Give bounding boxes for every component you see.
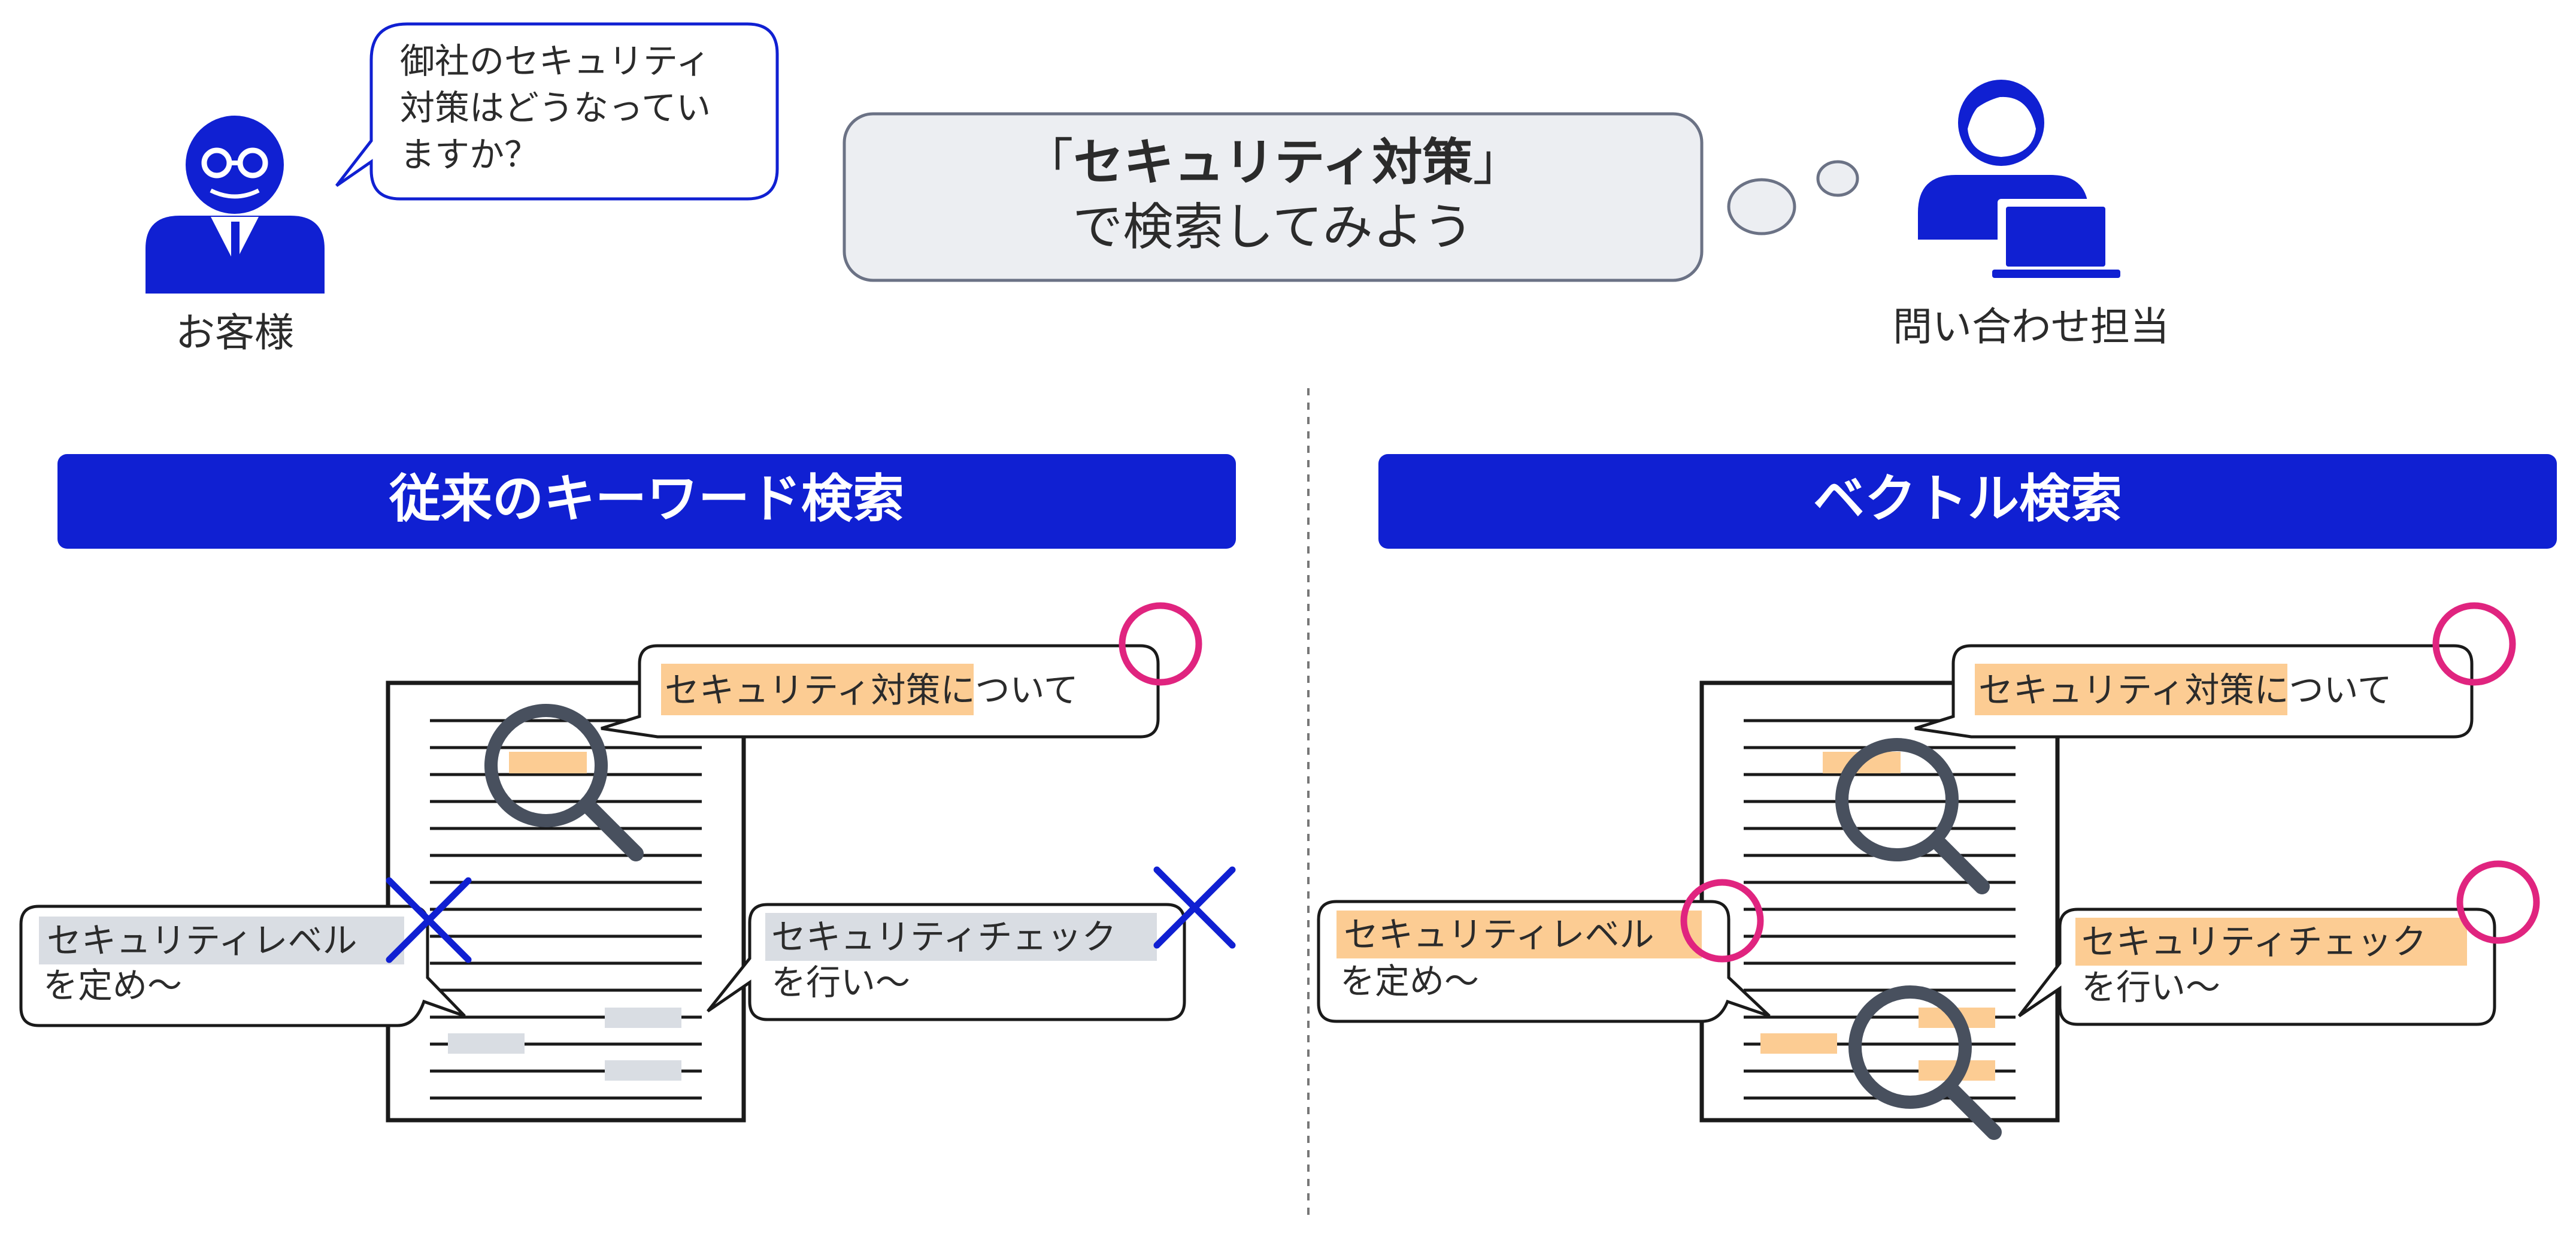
operator-label: 問い合わせ担当 [1893, 304, 2169, 350]
left-callout-left-miss-x-icon [386, 877, 472, 963]
left-callout-right-line-2: を行い〜 [771, 962, 910, 1003]
thought-line-2: で検索してみよう [1072, 198, 1473, 256]
customer-speech-line-1: 御社のセキュリティ [400, 41, 711, 81]
left-panel-title: 従来のキーワード検索 [389, 469, 904, 529]
left-callout-top-highlight-bg [661, 664, 974, 715]
customer-speech-bubble [335, 22, 779, 201]
right-callout-right-line-2: を行い〜 [2081, 967, 2220, 1008]
left-document [386, 680, 746, 1123]
left-magnifier-icon [484, 704, 644, 861]
right-callout-right-line-1: セキュリティチェック [2081, 921, 2427, 962]
left-callout-left-highlight-bg [39, 917, 404, 964]
left-panel-header [57, 454, 1236, 549]
customer-label: お客様 [175, 310, 294, 356]
left-doc-highlight-right-1 [605, 1008, 681, 1028]
right-magnifier-bottom-icon [1848, 985, 2002, 1140]
right-right-match-circle-icon [2456, 860, 2540, 944]
customer-speech-line-3: ますか？ [400, 134, 539, 175]
right-left-match-circle-icon [1680, 879, 1764, 963]
right-callout-top-text: セキュリティ対策について [1978, 670, 2392, 710]
left-doc-highlight-left [448, 1033, 525, 1054]
thought-dot-large [1727, 178, 1796, 235]
right-doc-highlight-left [1760, 1033, 1837, 1054]
left-callout-right-miss-x-icon [1153, 866, 1236, 949]
right-callout-left-highlight-bg [1337, 911, 1702, 958]
right-callout-top-keyword: セキュリティ対策 [1978, 670, 2254, 710]
thought-line-1: 「セキュリティ対策」 [1023, 133, 1523, 192]
right-top-match-circle-icon [2432, 602, 2516, 686]
right-callout-right-highlight-bg [2075, 918, 2467, 966]
right-panel-title: ベクトル検索 [1813, 469, 2122, 529]
left-callout-top-keyword: セキュリティ対策 [665, 670, 941, 710]
left-callout-right-highlight-bg [765, 913, 1157, 961]
right-callout-top-rest: について [2254, 670, 2392, 710]
right-callout-left-line-2: を定め〜 [1340, 961, 1479, 1002]
operator-icon [1918, 80, 2120, 278]
customer-speech-line-2: 対策はどうなってい [400, 87, 711, 128]
thought-dot-small [1816, 160, 1859, 197]
left-callout-right-line-1: セキュリティチェック [771, 917, 1117, 957]
left-callout-top-rest: について [941, 670, 1078, 710]
thought-open-bracket: 「 [1023, 133, 1074, 192]
left-top-match-circle-icon [1119, 602, 1202, 686]
left-callout-left-line-1: セキュリティレベル [47, 920, 357, 961]
right-callout-top-highlight-bg [1975, 664, 2287, 715]
thought-close-bracket: 」 [1472, 133, 1523, 192]
customer-icon [146, 116, 325, 294]
left-callout-left-line-2: を定め〜 [43, 965, 182, 1006]
right-callout-left-line-1: セキュリティレベル [1344, 914, 1654, 955]
right-magnifier-top-icon [1835, 738, 1990, 894]
left-doc-highlight-top [509, 752, 587, 773]
right-panel-header [1378, 454, 2557, 549]
left-doc-highlight-right-2 [605, 1060, 681, 1081]
thought-cloud [842, 112, 1704, 282]
left-callout-top-text: セキュリティ対策について [665, 670, 1078, 710]
thought-keyword: セキュリティ対策 [1074, 133, 1473, 192]
